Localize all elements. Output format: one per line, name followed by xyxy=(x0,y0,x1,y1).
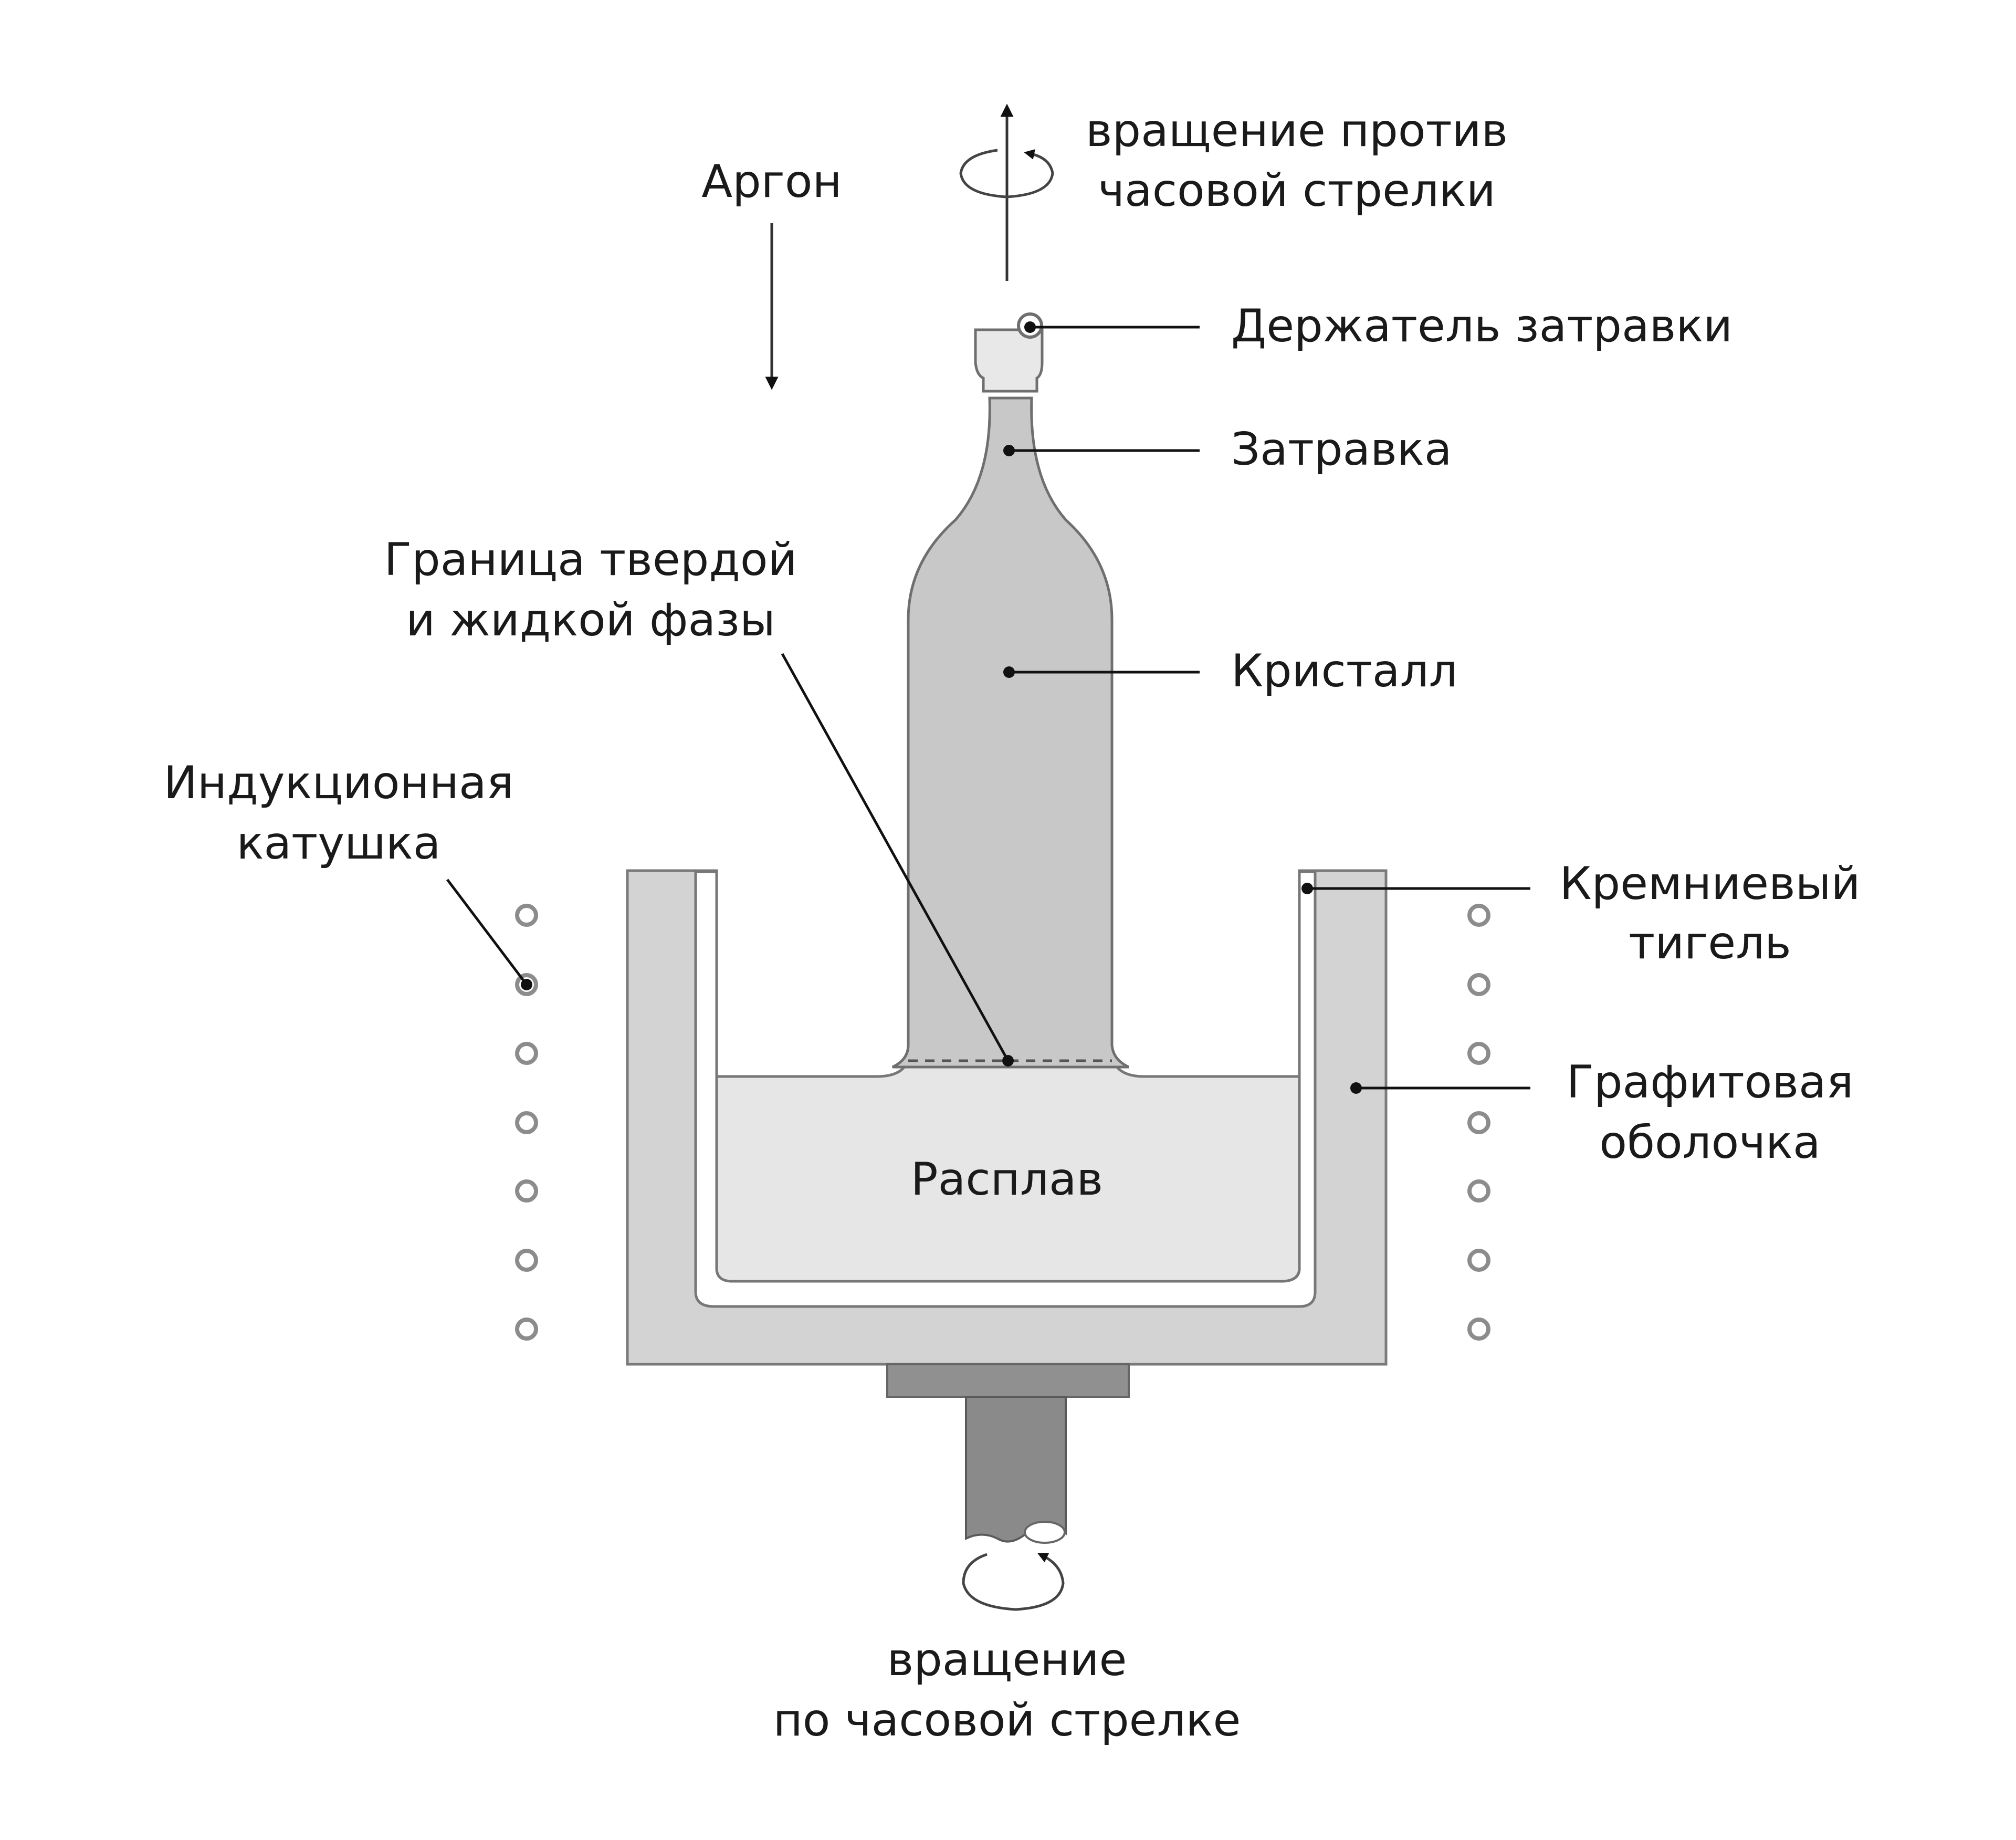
coil-turn xyxy=(515,1111,538,1134)
label-rotation-cw-line1: вращение xyxy=(887,1634,1127,1686)
label-rotation-ccw-line1: вращение против xyxy=(1086,104,1508,157)
leader-seed-holder xyxy=(1024,321,1200,333)
leader-coil xyxy=(446,879,532,990)
melt xyxy=(715,1058,1301,1283)
label-coil-line2: катушка xyxy=(237,817,441,870)
rotation-shaft xyxy=(965,1396,1067,1543)
leader-crystal xyxy=(1003,666,1200,678)
leader-interface xyxy=(781,653,1014,1067)
label-crucible-line2: тигель xyxy=(1629,917,1791,969)
coil-turn xyxy=(515,904,538,927)
label-seed-holder: Держатель затравки xyxy=(1231,300,1732,352)
label-crystal: Кристалл xyxy=(1231,645,1458,697)
label-crucible-line1: Кремниевый xyxy=(1560,858,1861,910)
induction-coil-left xyxy=(515,904,538,1341)
label-melt: Расплав xyxy=(911,1153,1103,1206)
coil-turn xyxy=(1467,1042,1490,1065)
label-interface-line2: и жидкой фазы xyxy=(406,594,775,646)
coil-turn xyxy=(515,1179,538,1203)
label-graphite-line1: Графитовая xyxy=(1567,1056,1854,1109)
coil-turn xyxy=(1467,1318,1490,1341)
label-rotation-cw-line2: по часовой стрелке xyxy=(773,1694,1241,1747)
seed-holder xyxy=(974,328,1044,393)
coil-turn xyxy=(1467,1249,1490,1272)
label-argon: Аргон xyxy=(701,155,842,208)
leader-seed xyxy=(1003,445,1200,456)
shaft-end xyxy=(1024,1521,1066,1544)
ccw-rotation-icon xyxy=(959,149,1054,198)
coil-turn xyxy=(1467,904,1490,927)
coil-turn xyxy=(1467,1111,1490,1134)
coil-turn xyxy=(1467,1179,1490,1203)
shaft-flange xyxy=(886,1363,1130,1398)
label-seed: Затравка xyxy=(1231,423,1452,476)
label-interface-line1: Граница твердой xyxy=(384,534,797,586)
coil-turn xyxy=(1467,973,1490,996)
coil-turn xyxy=(515,1318,538,1341)
label-coil-line1: Индукционная xyxy=(164,757,514,809)
induction-coil-right xyxy=(1467,904,1490,1341)
leader-crucible xyxy=(1301,883,1530,894)
label-rotation-ccw-line2: часовой стрелки xyxy=(1098,164,1496,217)
label-graphite-line2: оболочка xyxy=(1599,1116,1820,1169)
leader-graphite xyxy=(1350,1082,1530,1094)
coil-turn xyxy=(515,1249,538,1272)
crystal xyxy=(891,396,1130,1069)
cw-rotation-icon xyxy=(962,1553,1065,1611)
coil-turn xyxy=(515,1042,538,1065)
